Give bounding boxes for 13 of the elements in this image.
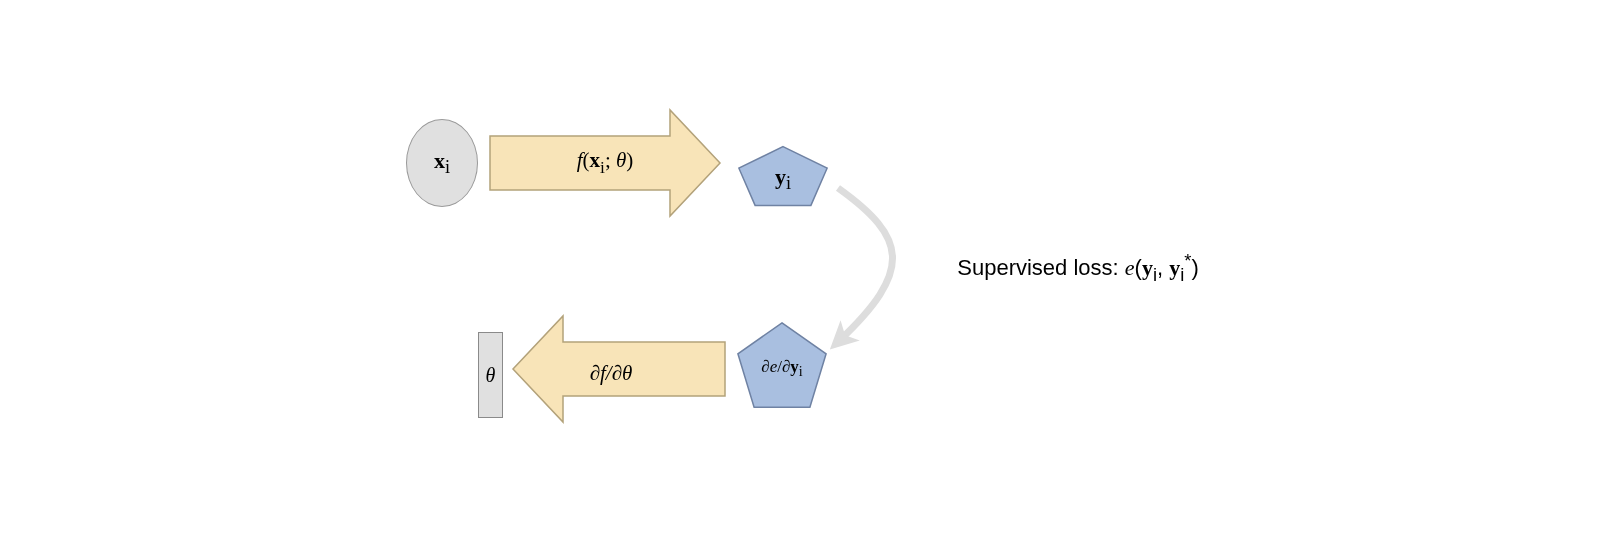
edge-label: Supervised loss: e(y$_{i}$, y$_{i}$$^{*}$) [957, 250, 1199, 286]
math-label: ∂e/∂y$_{i}$ [761, 356, 803, 381]
math-label: x$_{i}$ [433, 147, 451, 179]
block-arrow [511, 314, 726, 424]
output-pentagon [738, 146, 828, 206]
parameter-bar [478, 332, 503, 418]
edge-label: f(x$_{i}$; θ) [576, 148, 634, 178]
gradient-pentagon [737, 322, 827, 408]
math-label: θ [485, 363, 496, 387]
math-label: y$_{i}$ [774, 162, 792, 195]
block-arrow [489, 108, 722, 218]
edge-label: ∂f/∂θ [589, 360, 633, 386]
curved-arrow [830, 185, 896, 350]
